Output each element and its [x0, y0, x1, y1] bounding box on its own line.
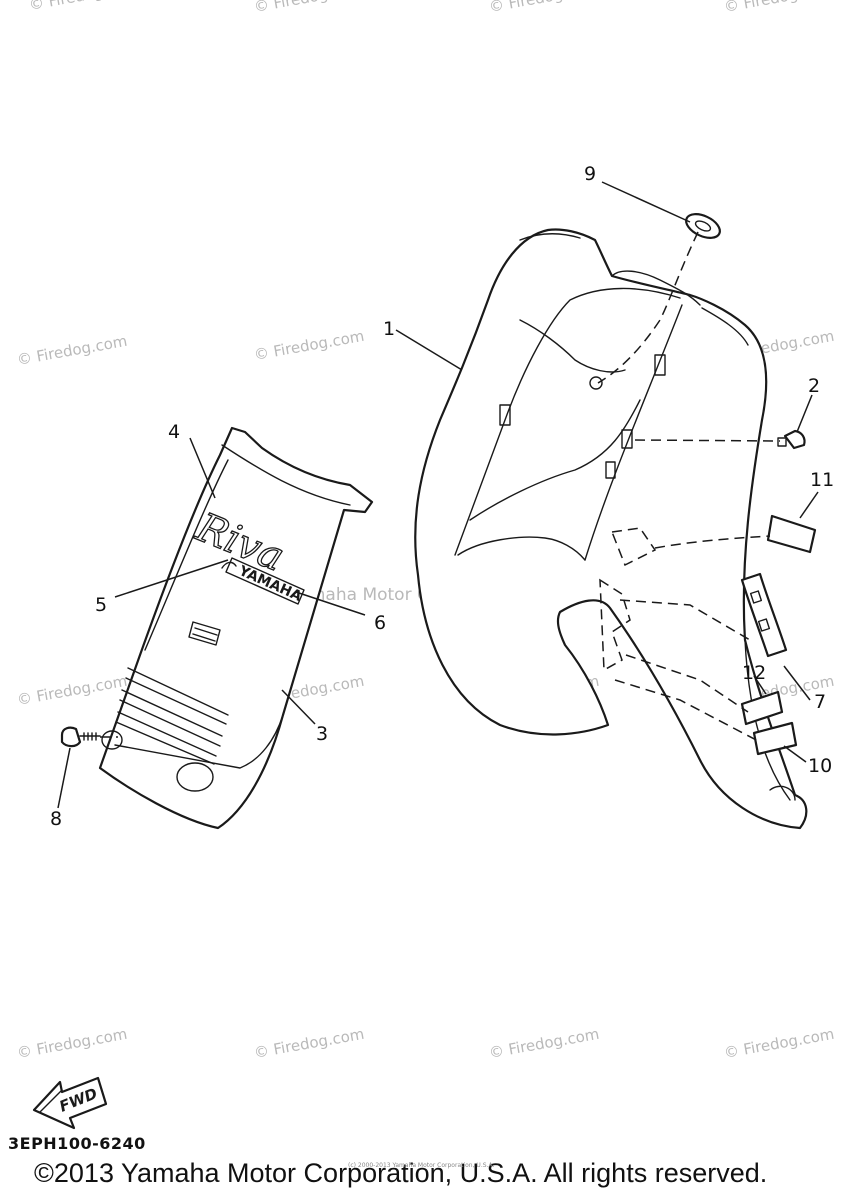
callout-10: 10	[808, 755, 832, 777]
leader-lines	[57, 181, 819, 809]
callout-5: 5	[95, 594, 107, 616]
diagram-code: 3EPH100-6240	[8, 1134, 146, 1153]
watermark: © Firedog.com	[16, 672, 129, 709]
callout-4: 4	[168, 421, 180, 443]
watermark: © Firedog.com	[723, 0, 836, 16]
callout-8: 8	[50, 808, 62, 830]
fwd-arrow-marker: FWD	[32, 1076, 108, 1130]
watermark: © Firedog.com	[253, 0, 366, 16]
callout-9: 9	[584, 163, 596, 185]
watermark: © Firedog.com	[488, 0, 601, 16]
callout-3: 3	[316, 723, 328, 745]
callout-12: 12	[742, 662, 766, 684]
watermark: © Firedog.com	[253, 1025, 366, 1062]
watermark: © Firedog.com	[16, 332, 129, 369]
screw-part-8	[60, 726, 101, 748]
watermark: © Firedog.com	[28, 0, 141, 14]
label-part-11	[766, 514, 817, 554]
screw-part-2	[777, 429, 806, 450]
watermark: © Firedog.com	[723, 1025, 836, 1062]
fine-print: (c) 2000-2013 Yamaha Motor Corporation, …	[348, 1162, 495, 1169]
watermark: © Firedog.com	[488, 1025, 601, 1062]
copyright-notice: ©2013 Yamaha Motor Corporation, U.S.A. A…	[34, 1158, 768, 1188]
front-panel-part-3	[98, 426, 374, 830]
watermark: © Firedog.com	[253, 327, 366, 364]
callout-7: 7	[814, 691, 826, 713]
callout-1: 1	[383, 318, 395, 340]
callout-11: 11	[810, 469, 834, 491]
leg-shield-part-1	[414, 228, 808, 830]
watermark: © Firedog.com	[16, 1025, 129, 1062]
label-part-12	[740, 690, 784, 726]
assembly-dashed-lines	[100, 231, 781, 743]
callout-2: 2	[808, 375, 820, 397]
callout-6: 6	[374, 612, 386, 634]
grommet-part-9	[685, 213, 721, 239]
callout-numbers: 1 2 3 4 5 6 7 8 9 10 11 12	[50, 163, 834, 830]
bracket-part-7	[740, 572, 788, 658]
